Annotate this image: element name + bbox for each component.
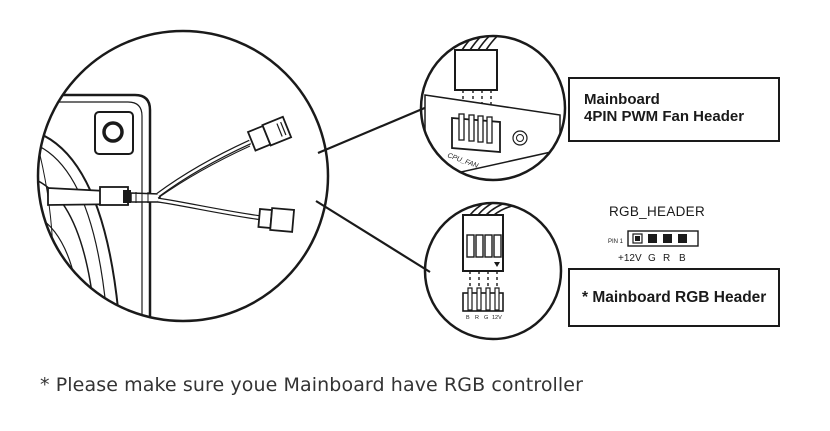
rgb-header-callout: * Mainboard RGB Header bbox=[568, 268, 780, 327]
cable-bundle bbox=[130, 192, 161, 203]
rgb-pin1-label: PIN 1 bbox=[608, 239, 624, 245]
fan-closeup bbox=[38, 93, 296, 321]
board-screw-icon bbox=[512, 130, 528, 146]
rgb-pinout: PIN 1 +12V G R B bbox=[608, 230, 699, 264]
leader-line-fan bbox=[317, 105, 428, 155]
fan-cable bbox=[156, 139, 252, 198]
rgb-header-detail-frame bbox=[423, 201, 563, 341]
rgb-header-detail: B R G 12V bbox=[462, 203, 521, 321]
rgb-header-pins bbox=[462, 292, 504, 312]
fan-header-callout-line2: 4PIN PWM Fan Header bbox=[584, 108, 745, 125]
rgb-conn-pin-label-0: B bbox=[466, 315, 470, 321]
rgb-conn-pin-label-1: R bbox=[475, 315, 479, 321]
fan-4pin-plug bbox=[246, 115, 293, 152]
rgb-pin-label-r: R bbox=[663, 253, 670, 264]
fan-closeup-frame bbox=[36, 29, 330, 323]
rgb-conn-pin-label-3: 12V bbox=[492, 315, 502, 321]
rgb-pin-label-12v: +12V bbox=[618, 253, 642, 264]
rgb-pin-label-g: G bbox=[648, 253, 656, 264]
rgb-header-title: RGB_HEADER bbox=[609, 204, 706, 219]
rgb-4pin-plug bbox=[257, 207, 296, 233]
rgb-conn-pin-label-2: G bbox=[484, 315, 488, 321]
rgb-header-callout-label: * Mainboard RGB Header bbox=[582, 289, 767, 306]
fan-header-callout-line1: Mainboard bbox=[584, 91, 660, 108]
fan-header-detail: CPU_FAN bbox=[424, 36, 561, 180]
rgb-pin-label-b: B bbox=[679, 253, 686, 264]
fan-header-callout: Mainboard 4PIN PWM Fan Header bbox=[568, 77, 780, 142]
fan-plug-housing bbox=[454, 49, 498, 91]
fan-frame bbox=[38, 93, 152, 321]
leader-line-rgb bbox=[315, 200, 431, 273]
rgb-controller-note: * Please make sure youe Mainboard have R… bbox=[40, 374, 584, 396]
mount-hole-icon bbox=[102, 121, 124, 143]
fan-header-detail-frame bbox=[419, 34, 567, 182]
